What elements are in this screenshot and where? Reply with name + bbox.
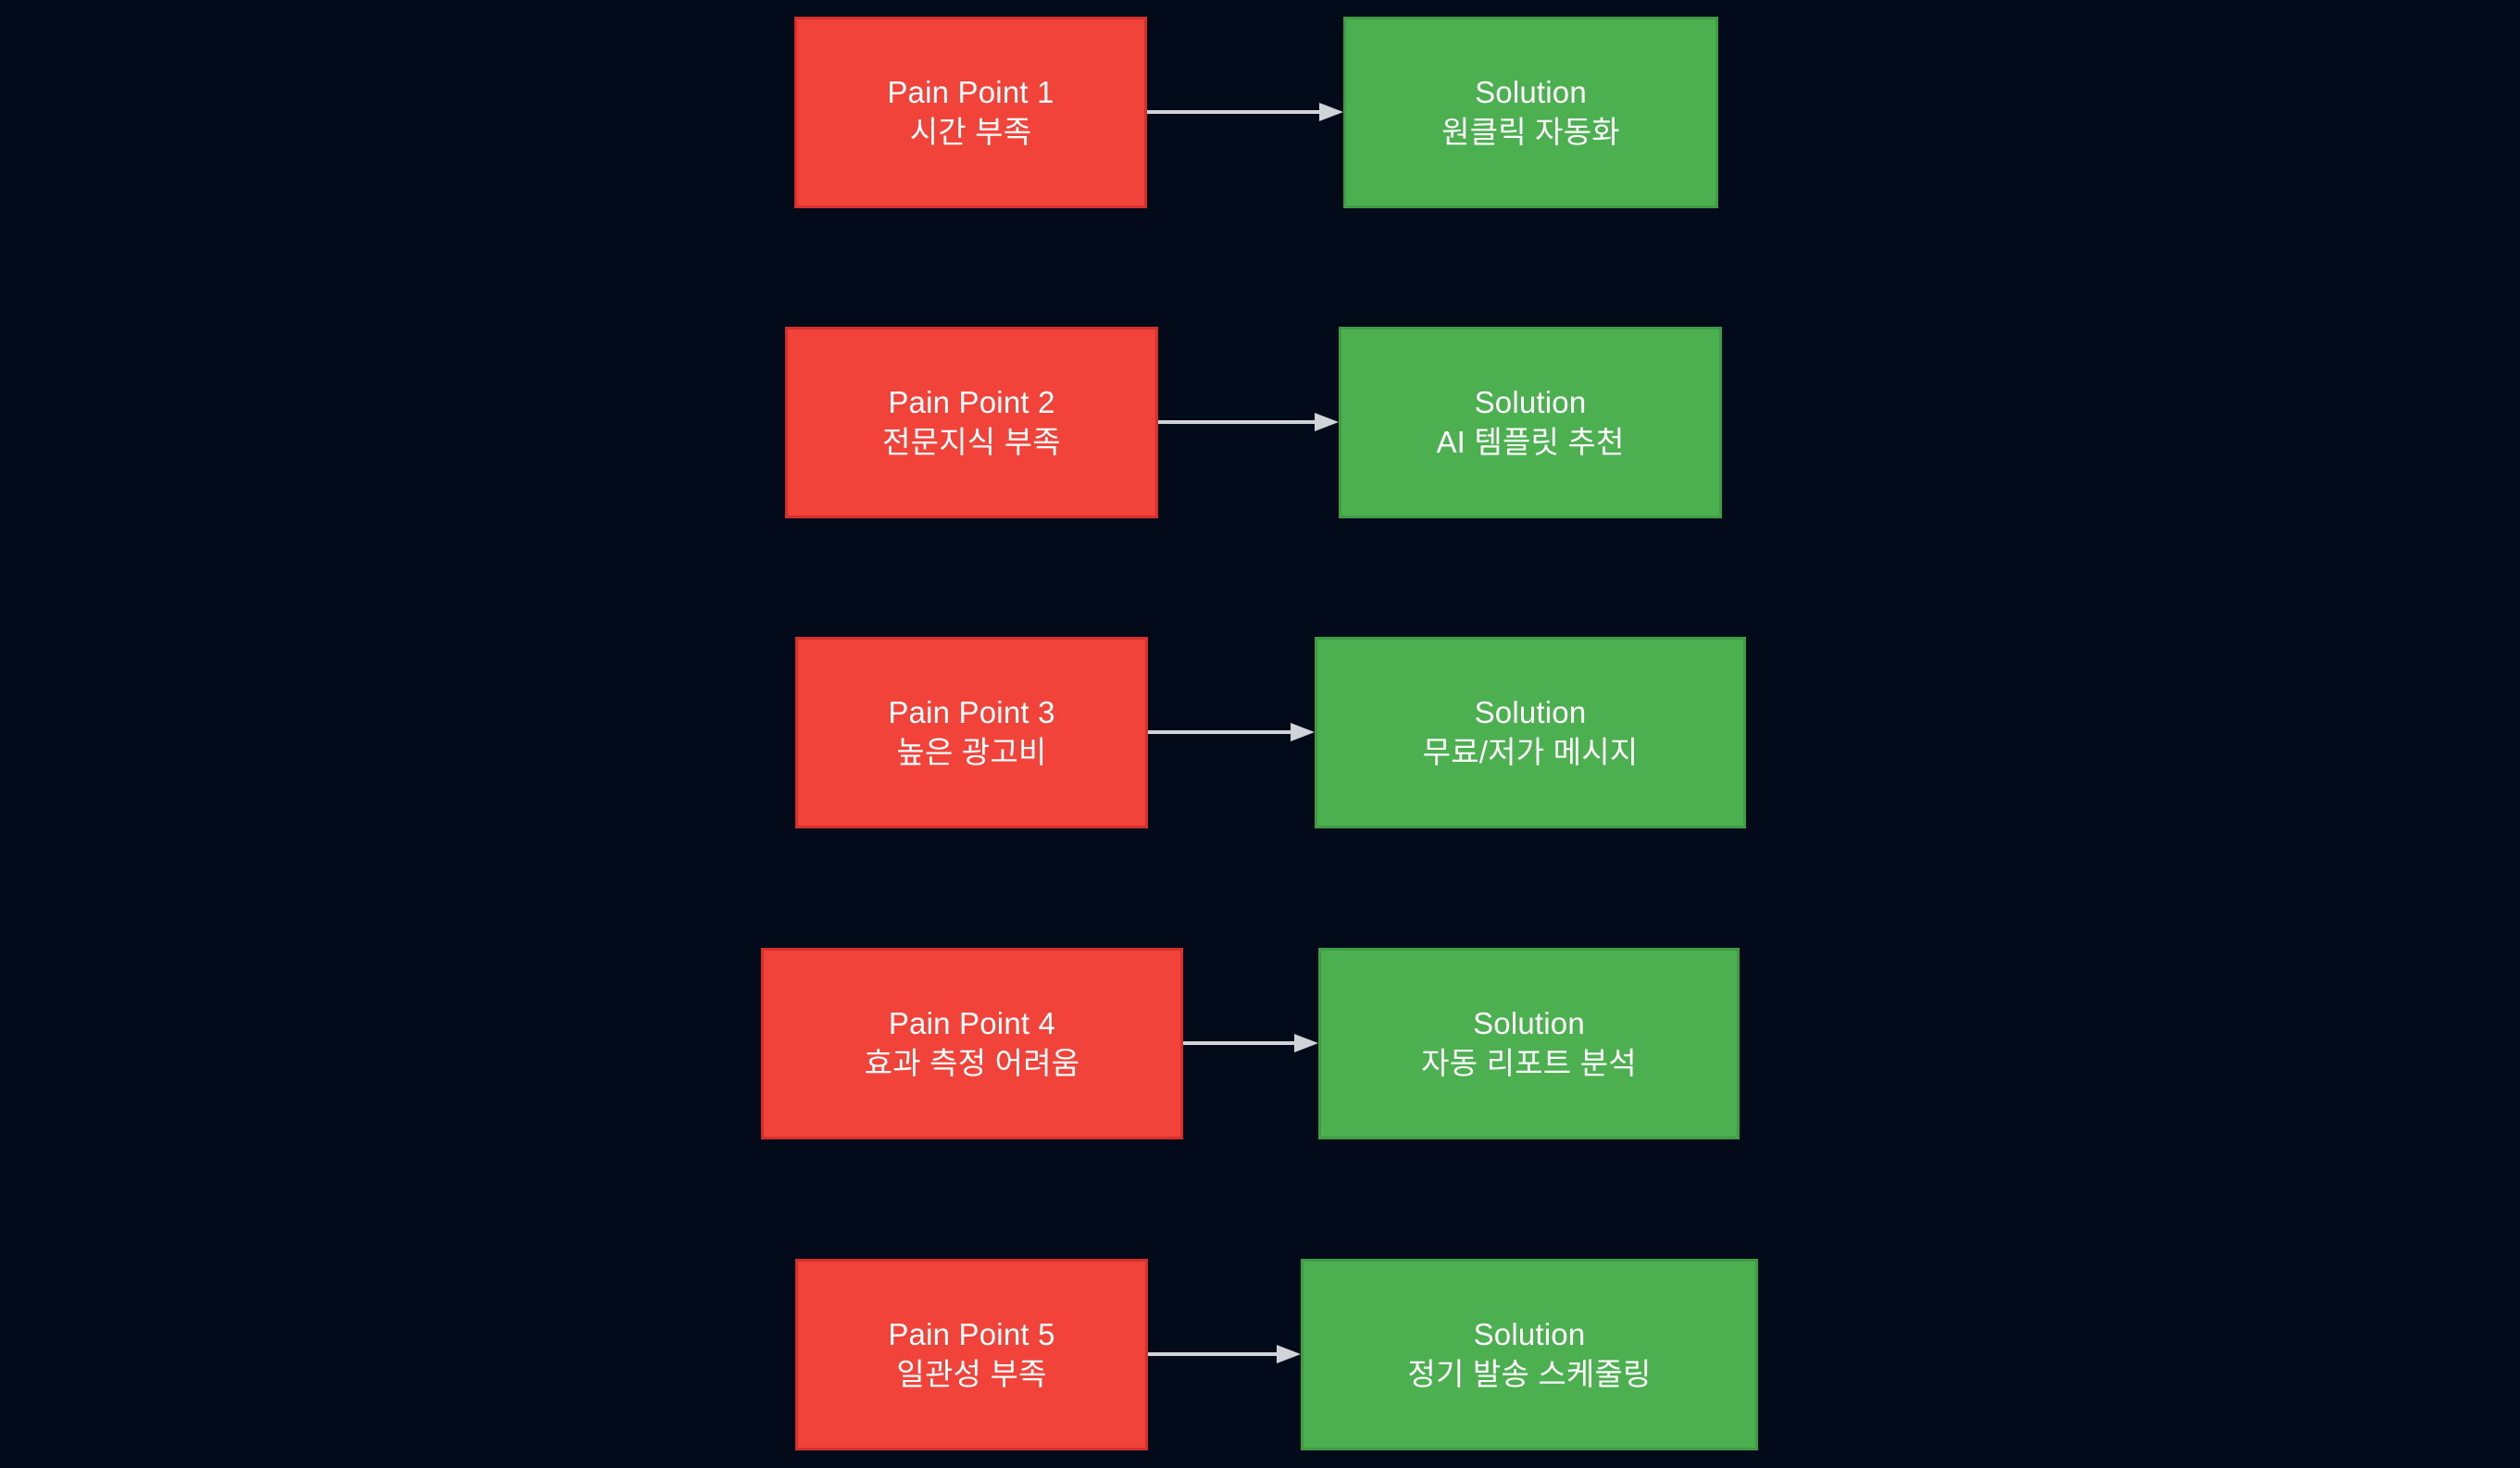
arrow-connector-5 — [1148, 1344, 1301, 1364]
pain-point-detail-4: 효과 측정 어려움 — [864, 1045, 1080, 1080]
pain-point-title-2: Pain Point 2 — [888, 384, 1055, 419]
pain-point-title-1: Pain Point 1 — [887, 74, 1054, 109]
solution-detail-1: 원클릭 자동화 — [1441, 114, 1620, 149]
pain-point-detail-1: 시간 부족 — [909, 114, 1032, 149]
arrow-connector-2 — [1158, 412, 1339, 432]
arrow-connector-3 — [1148, 722, 1315, 742]
pain-point-detail-2: 전문지식 부족 — [882, 424, 1061, 459]
solution-detail-3: 무료/저가 메시지 — [1422, 734, 1639, 769]
solution-title-2: Solution — [1474, 384, 1587, 419]
pain-point-title-4: Pain Point 4 — [888, 1005, 1056, 1040]
solution-title-4: Solution — [1473, 1005, 1585, 1040]
pain-point-node-5[interactable]: Pain Point 5 일관성 부족 — [795, 1259, 1148, 1450]
solution-detail-5: 정기 발송 스케줄링 — [1407, 1356, 1652, 1391]
pain-point-node-4[interactable]: Pain Point 4 효과 측정 어려움 — [761, 948, 1183, 1139]
pain-point-detail-3: 높은 광고비 — [896, 734, 1047, 769]
pain-point-node-2[interactable]: Pain Point 2 전문지식 부족 — [785, 327, 1158, 518]
solution-detail-2: AI 템플릿 추천 — [1436, 424, 1625, 459]
solution-node-4[interactable]: Solution 자동 리포트 분석 — [1318, 948, 1740, 1139]
solution-node-2[interactable]: Solution AI 템플릿 추천 — [1339, 327, 1722, 518]
solution-title-3: Solution — [1474, 694, 1587, 729]
pain-point-title-3: Pain Point 3 — [888, 694, 1055, 729]
pain-point-detail-5: 일관성 부족 — [896, 1356, 1047, 1391]
arrow-connector-1 — [1147, 102, 1343, 122]
solution-node-1[interactable]: Solution 원클릭 자동화 — [1343, 17, 1718, 208]
arrow-connector-4 — [1183, 1033, 1318, 1053]
solution-detail-4: 자동 리포트 분석 — [1421, 1045, 1637, 1080]
pain-point-node-3[interactable]: Pain Point 3 높은 광고비 — [795, 637, 1148, 828]
solution-title-5: Solution — [1473, 1316, 1586, 1351]
solution-node-3[interactable]: Solution 무료/저가 메시지 — [1315, 637, 1746, 828]
solution-title-1: Solution — [1475, 74, 1587, 109]
solution-node-5[interactable]: Solution 정기 발송 스케줄링 — [1301, 1259, 1758, 1450]
pain-point-node-1[interactable]: Pain Point 1 시간 부족 — [794, 17, 1147, 208]
pain-point-title-5: Pain Point 5 — [888, 1316, 1055, 1351]
